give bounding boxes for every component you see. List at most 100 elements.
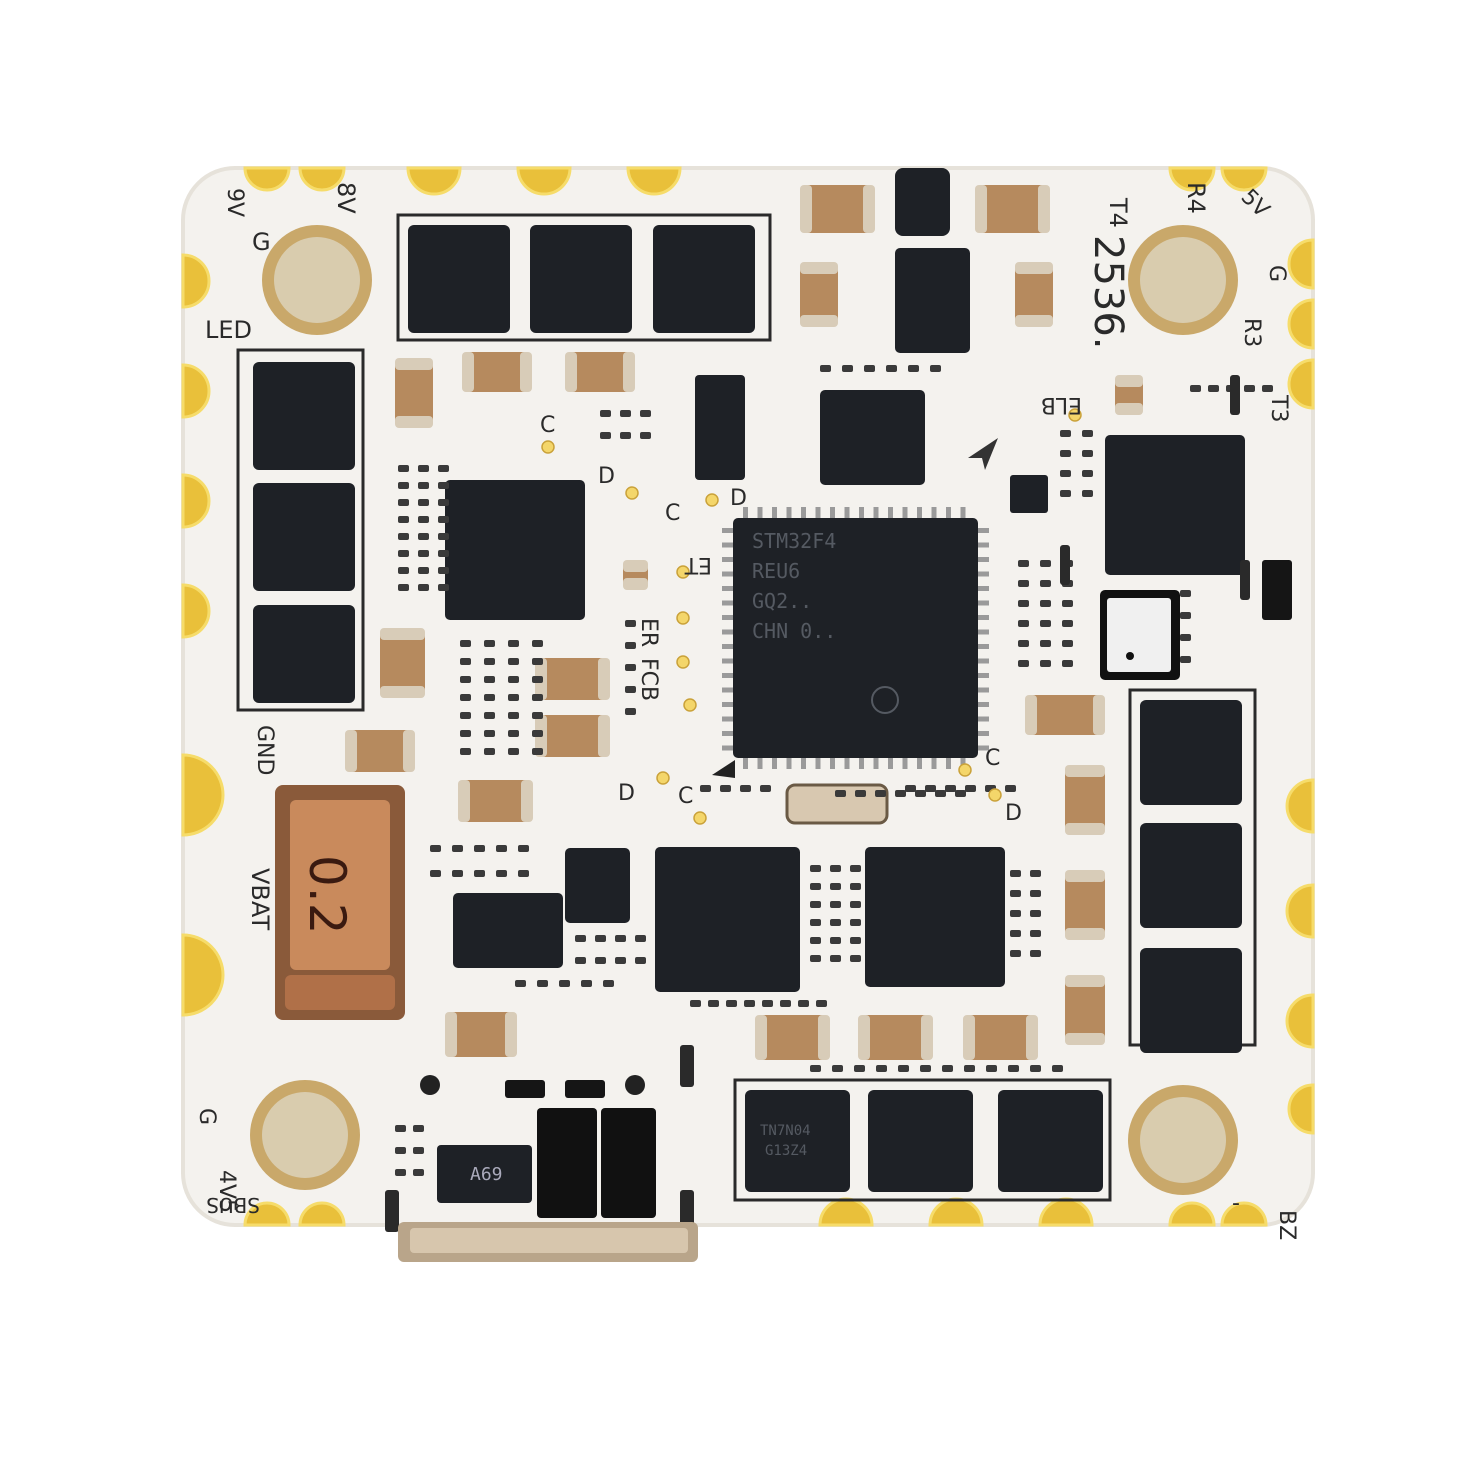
mcu-pin [975, 615, 989, 620]
edge-pads [181, 166, 1315, 1227]
smd-resistor [532, 730, 543, 737]
mcu-pin [722, 673, 736, 678]
smd-resistor [830, 865, 841, 872]
smd-resistor [832, 1065, 843, 1072]
capacitor [1065, 870, 1105, 940]
board-code: 2536. [1085, 235, 1131, 350]
smd-resistor [615, 957, 626, 964]
mounting-hole-top-right [1128, 225, 1238, 335]
usb-connector [398, 1222, 698, 1262]
smd-resistor [830, 937, 841, 944]
smd-resistor [1060, 430, 1071, 437]
chip-topcenter-small [895, 168, 950, 236]
mcu-pin [786, 755, 792, 769]
shunt-value: 0.2 [298, 855, 356, 935]
smd-resistor [600, 432, 611, 439]
smd-resistor [484, 694, 495, 701]
capacitor [535, 715, 610, 757]
mosfet-group [253, 225, 1242, 1192]
smd-resistor [830, 955, 841, 962]
smd-resistor [1005, 785, 1016, 792]
mcu-pin [830, 755, 835, 769]
smd-resistor [398, 465, 409, 472]
smd-resistor [1040, 640, 1051, 647]
capacitor-terminal [1038, 185, 1050, 233]
smd-resistor [460, 712, 471, 719]
mcu-pin [772, 507, 777, 521]
smd-resistor [508, 712, 519, 719]
mcu-pin [960, 507, 966, 521]
smd-resistor [1208, 385, 1219, 392]
smd-resistor [595, 957, 606, 964]
smd-resistor [496, 845, 507, 852]
mcu-pin [931, 755, 937, 769]
mcu-pin [917, 755, 922, 769]
mcu-pin [722, 557, 736, 562]
smd-resistor [508, 748, 519, 755]
capacitor [380, 628, 425, 698]
smd-resistor [1030, 950, 1041, 957]
smd-resistor [537, 980, 548, 987]
smd-resistor [740, 785, 751, 792]
smd-resistor [1040, 580, 1051, 587]
smd-resistor [945, 785, 956, 792]
smd-resistor [398, 499, 409, 506]
mcu-pin [975, 586, 989, 591]
mcu-marking-line1: STM32F4 [752, 529, 836, 553]
smd-resistor [438, 550, 449, 557]
mcu-pin [888, 755, 893, 769]
mosfet-right-2 [1140, 823, 1242, 928]
label-d1: D [598, 464, 615, 489]
capacitor-terminal [598, 715, 610, 757]
smd-resistor [398, 550, 409, 557]
capacitor-terminal [1065, 928, 1105, 940]
smd-resistor [532, 748, 543, 755]
mcu-pin [844, 507, 850, 521]
mcu-pin [975, 571, 989, 577]
label-gnd: GND [252, 725, 277, 775]
smd-resistor [452, 870, 463, 877]
smd-resistor [438, 482, 449, 489]
smd-resistor [413, 1125, 424, 1132]
smd-resistor [474, 845, 485, 852]
smd-resistor [762, 1000, 773, 1007]
diode [1262, 560, 1292, 620]
status-led [705, 493, 719, 507]
smd-resistor [385, 1190, 399, 1232]
smd-resistor [413, 1147, 424, 1154]
smd-resistor [1008, 1065, 1019, 1072]
smd-resistor [532, 640, 543, 647]
mcu-pin [975, 731, 989, 736]
label-g-topleft: G [252, 228, 271, 256]
capacitor [755, 1015, 830, 1060]
chip-osd [655, 847, 800, 992]
smd-resistor [986, 1065, 997, 1072]
smd-resistor [854, 1065, 865, 1072]
capacitor [963, 1015, 1038, 1060]
capacitor-terminal [462, 352, 474, 392]
mcu-pin [815, 755, 821, 769]
smd-resistor [1040, 620, 1051, 627]
smd-resistor [496, 870, 507, 877]
smd-resistor [418, 550, 429, 557]
mosfet-right-1 [1140, 700, 1242, 805]
label-9v: 9V [222, 188, 247, 217]
smd-resistor [1010, 950, 1021, 957]
smd-resistor [726, 1000, 737, 1007]
chip-right-top [1105, 435, 1245, 575]
smd-resistor [798, 1000, 809, 1007]
smd-resistor [418, 465, 429, 472]
mcu-pin [917, 507, 922, 521]
capacitor [1065, 765, 1105, 835]
mcu-pin [830, 507, 835, 521]
smd-resistor [720, 785, 731, 792]
capacitor-terminal [380, 628, 425, 640]
smd-resistor [484, 748, 495, 755]
smd-resistor [680, 1045, 694, 1087]
smd-resistor [518, 845, 529, 852]
smd-resistor [875, 790, 886, 797]
mcu-pin [975, 658, 989, 664]
label-bz: BZ [1274, 1210, 1299, 1240]
smd-resistor [1180, 612, 1191, 619]
smd-resistor [398, 482, 409, 489]
